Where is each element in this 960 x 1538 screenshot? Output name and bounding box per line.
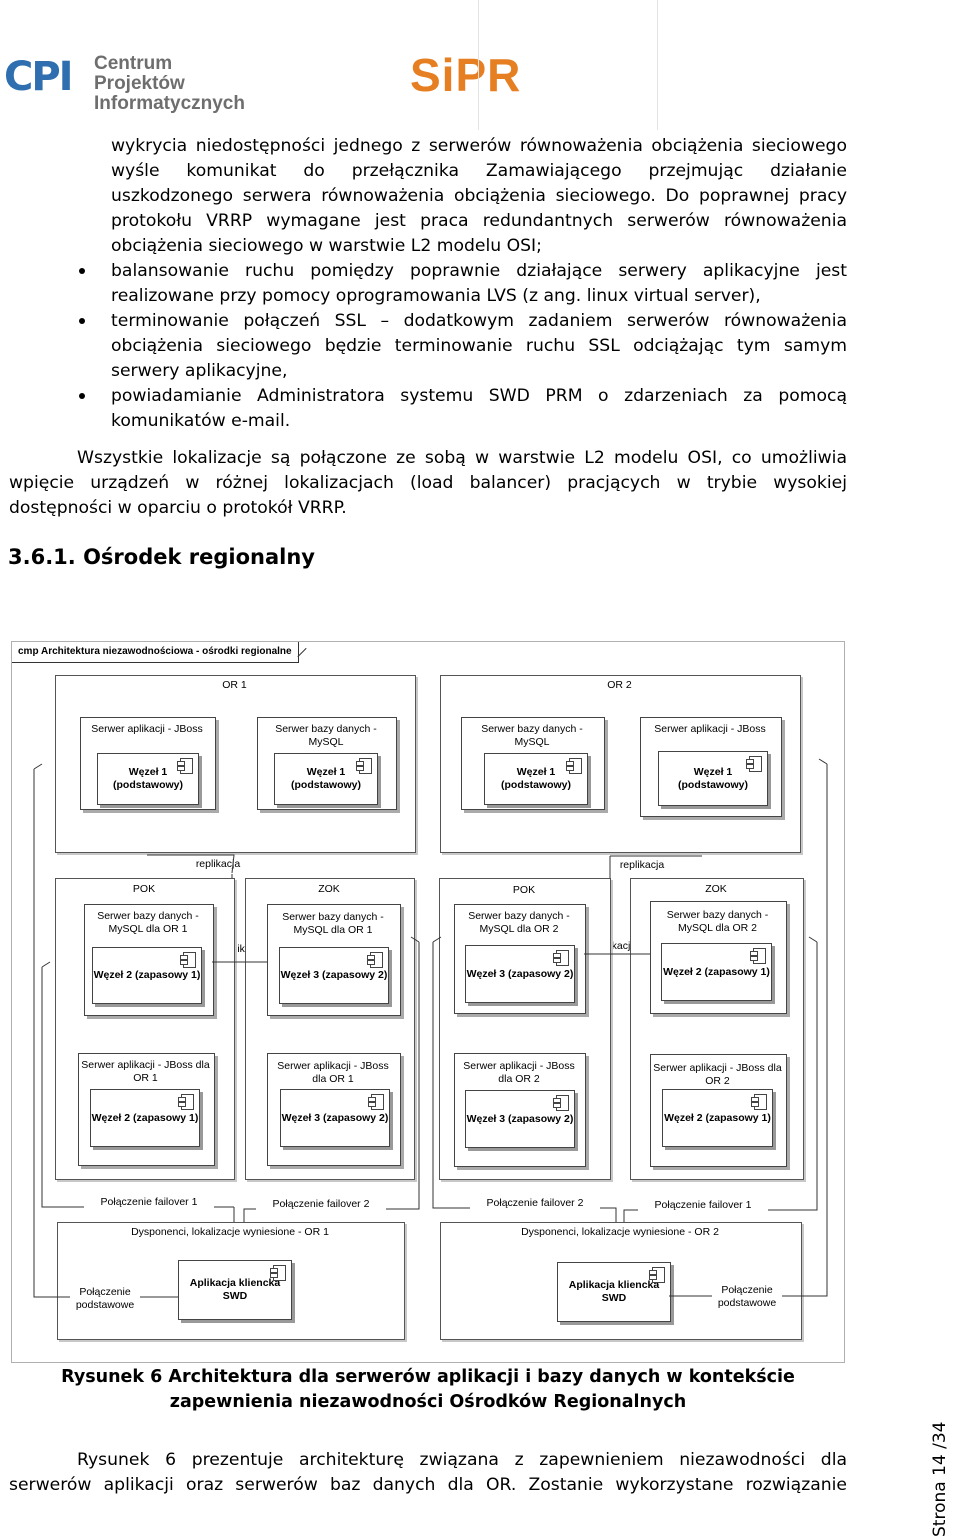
figure-caption: Rysunek 6 Architektura dla serwerów apli… <box>61 1367 795 1412</box>
primary-connection-line <box>33 769 70 1298</box>
component-client-app: Aplikacja kliencka SWD <box>178 1260 292 1320</box>
package-label: ZOK <box>318 883 340 895</box>
text-line: balansowanie ruchu pomiędzy poprawnie dz… <box>111 261 847 281</box>
text-line: Wszystkie lokalizacje są połączone ze so… <box>77 448 847 468</box>
package-label: Dysponenci, lokalizacje wyniesione - OR … <box>521 1226 719 1238</box>
page-number: Strona 14 /34 <box>930 1421 950 1537</box>
text-line: powiadamianie Administratora systemu SWD… <box>111 386 847 406</box>
failover-label: Połączenie failover 2 <box>272 1198 370 1210</box>
failover-label: Połączenie failover 1 <box>654 1199 752 1211</box>
failover-line-1b <box>768 942 818 1211</box>
component-icon <box>751 1094 767 1110</box>
component: Węzeł 3 (zapasowy 2) <box>465 945 575 1003</box>
header-divider <box>657 0 658 130</box>
section-heading: 3.6.1. Ośrodek regionalny <box>8 545 315 569</box>
cpi-logo-text: Centrum Projektów Informatycznych <box>94 53 245 114</box>
paragraph: Wszystkie lokalizacje są połączone ze so… <box>9 446 847 521</box>
bullet-icon <box>79 268 85 274</box>
text-line: wykrycia niedostępności jednego z serwer… <box>111 136 847 156</box>
package-or2-label: OR 2 <box>607 679 632 691</box>
bullet-icon <box>79 318 85 324</box>
package-or1-label: OR 1 <box>222 679 247 691</box>
package-label: ZOK <box>705 883 727 895</box>
primary-connection-label: Połączenie podstawowe <box>75 1286 135 1311</box>
component-icon <box>553 1095 569 1111</box>
text-line: komunikatów e-mail. <box>111 411 291 431</box>
node-title: Serwer aplikacji - JBoss dla OR 2 <box>463 1060 575 1085</box>
component-icon <box>270 1265 286 1281</box>
component-icon <box>553 950 569 966</box>
replication-connector <box>194 854 235 874</box>
cpi-logo: CPI Centrum Projektów Informatycznych <box>4 52 264 114</box>
node-title: Serwer bazy danych - MySQL <box>481 723 583 748</box>
header-divider <box>478 0 479 130</box>
failover-line-2b <box>432 942 470 1209</box>
text-line: serwery aplikacyjne, <box>111 361 288 381</box>
sipr-logo: SiPR <box>410 49 522 101</box>
failover-line-2 <box>386 942 420 1210</box>
component-icon <box>178 1094 194 1110</box>
text-line: uszkodzonego serwera równoważenia obciąż… <box>111 186 847 206</box>
component: Węzeł 3 (zapasowy 2) <box>465 1090 575 1148</box>
component: Węzeł 2 (zapasowy 1) <box>662 1089 773 1147</box>
component-icon <box>180 952 196 968</box>
architecture-diagram: cmp Architektura niezawodnościowa - ośro… <box>11 641 845 1363</box>
bullet-icon <box>79 393 85 399</box>
node-title: Serwer bazy danych - MySQL dla OR 2 <box>468 910 570 935</box>
component-icon <box>750 948 766 964</box>
cpi-logo-mark: CPI <box>4 54 74 100</box>
connectors <box>33 758 828 1298</box>
component: Węzeł 3 (zapasowy 2) <box>279 947 389 1004</box>
node-title: Serwer bazy danych - MySQL dla OR 1 <box>282 911 384 936</box>
text-line: wyśle komunikat do przełącznika Zamawiaj… <box>111 161 847 181</box>
component: Węzeł 2 (zapasowy 1) <box>90 1089 200 1147</box>
component: Węzeł 2 (zapasowy 1) <box>92 947 202 1004</box>
package-label: POK <box>512 884 536 896</box>
text-line: wpięcie urządzeń w różnej lokalizacjach … <box>9 473 847 493</box>
text-line: serwerów aplikacji oraz serwerów baz dan… <box>9 1475 847 1495</box>
component-icon <box>177 758 193 774</box>
text-line: dostępności w oparciu o protokół VRRP. <box>9 498 347 518</box>
failover-label: Połączenie failover 2 <box>486 1197 584 1209</box>
node-title: Serwer bazy danych - MySQL <box>275 723 377 748</box>
node-title: Serwer aplikacji - JBoss dla OR 2 <box>653 1062 782 1087</box>
text-line: protokołu VRRP wymagane jest praca redun… <box>111 211 847 231</box>
replication-label: replikacja <box>195 858 241 870</box>
component: Węzeł 1 (podstawowy) <box>274 753 378 805</box>
failover-line-1 <box>41 967 84 1208</box>
node-title: Serwer aplikacji - JBoss <box>91 723 203 735</box>
node-title: Serwer bazy danych - MySQL dla OR 1 <box>97 910 199 935</box>
component-icon <box>746 756 762 772</box>
component: Węzeł 1 (podstawowy) <box>484 753 588 805</box>
primary-connection-line <box>782 764 828 1297</box>
text-line: obciążenia sieciowego w warstwie L2 mode… <box>111 236 542 256</box>
text-line: realizowane przy pomocy oprogramowania L… <box>111 286 761 306</box>
node-title: Serwer bazy danych - MySQL dla OR 2 <box>666 909 769 934</box>
component-icon <box>356 758 372 774</box>
bottom-paragraph: Rysunek 6 prezentuje architekturę związa… <box>9 1448 847 1498</box>
node-title: Serwer aplikacji - JBoss dla OR 1 <box>81 1059 210 1084</box>
bullet-list: wykrycia niedostępności jednego z serwer… <box>111 134 847 434</box>
package-label: Dysponenci, lokalizacje wyniesione - OR … <box>131 1226 329 1238</box>
primary-connection-label: Połączenie podstawowe <box>717 1284 777 1309</box>
node-title: Serwer aplikacji - JBoss dla OR 1 <box>277 1060 389 1085</box>
component-client-app: Aplikacja kliencka SWD <box>557 1262 671 1322</box>
text-line: terminowanie połączeń SSL – dodatkowym z… <box>111 311 847 331</box>
node-title: Serwer aplikacji - JBoss <box>654 723 766 735</box>
diagram-frame-title: cmp Architektura niezawodnościowa - ośro… <box>12 642 299 663</box>
component: Węzeł 1 (podstawowy) <box>97 753 199 805</box>
component-icon <box>566 758 582 774</box>
text-line: Rysunek 6 prezentuje architekturę związa… <box>77 1450 847 1470</box>
component: Węzeł 3 (zapasowy 2) <box>280 1089 390 1147</box>
text-line: obciążenia sieciowego będzie terminowani… <box>111 336 847 356</box>
component-icon <box>649 1267 665 1283</box>
failover-label: Połączenie failover 1 <box>100 1196 198 1208</box>
component: Węzeł 1 (podstawowy) <box>658 751 768 806</box>
package-label: POK <box>132 883 156 895</box>
component: Węzeł 2 (zapasowy 1) <box>661 943 772 1001</box>
replication-label: replikacja <box>619 859 665 871</box>
component-icon <box>367 952 383 968</box>
component-icon <box>368 1094 384 1110</box>
